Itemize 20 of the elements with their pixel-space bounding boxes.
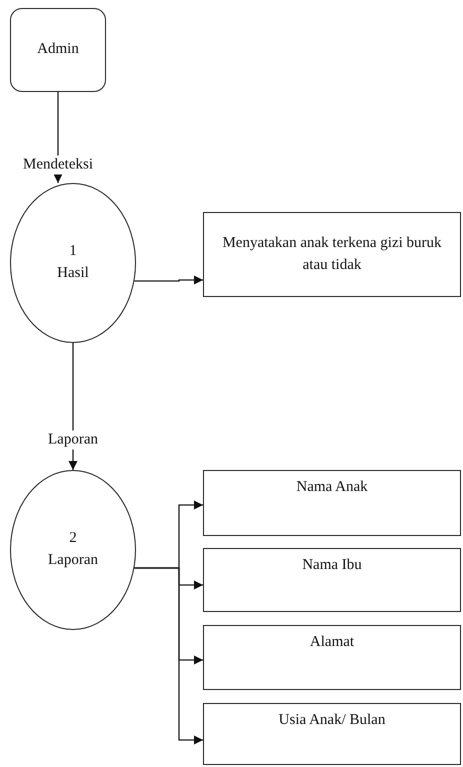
edge-label: Mendeteksi [21,156,95,174]
node-text: Alamat [310,633,354,652]
entity-box [10,8,106,92]
data-box [203,625,461,690]
arrow [134,567,203,745]
arrow [134,275,203,285]
node-text: Laporan [48,551,98,570]
edge-label: Laporan [46,430,100,450]
data-box [203,703,461,765]
node-text: 1 [69,242,77,262]
node-text: Nama Ibu [302,556,362,575]
node-text: Admin [37,40,79,60]
node-text: Usia Anak/ Bulan [278,711,386,730]
data-box [203,212,461,297]
node-text: Menyatakan anak terkena gizi buruk atau tidak [221,234,443,274]
data-box [203,548,461,612]
node-text: Nama Anak [296,478,368,497]
data-box [203,470,461,536]
node-text: 2 [69,529,77,548]
node-text: Hasil [57,264,89,283]
